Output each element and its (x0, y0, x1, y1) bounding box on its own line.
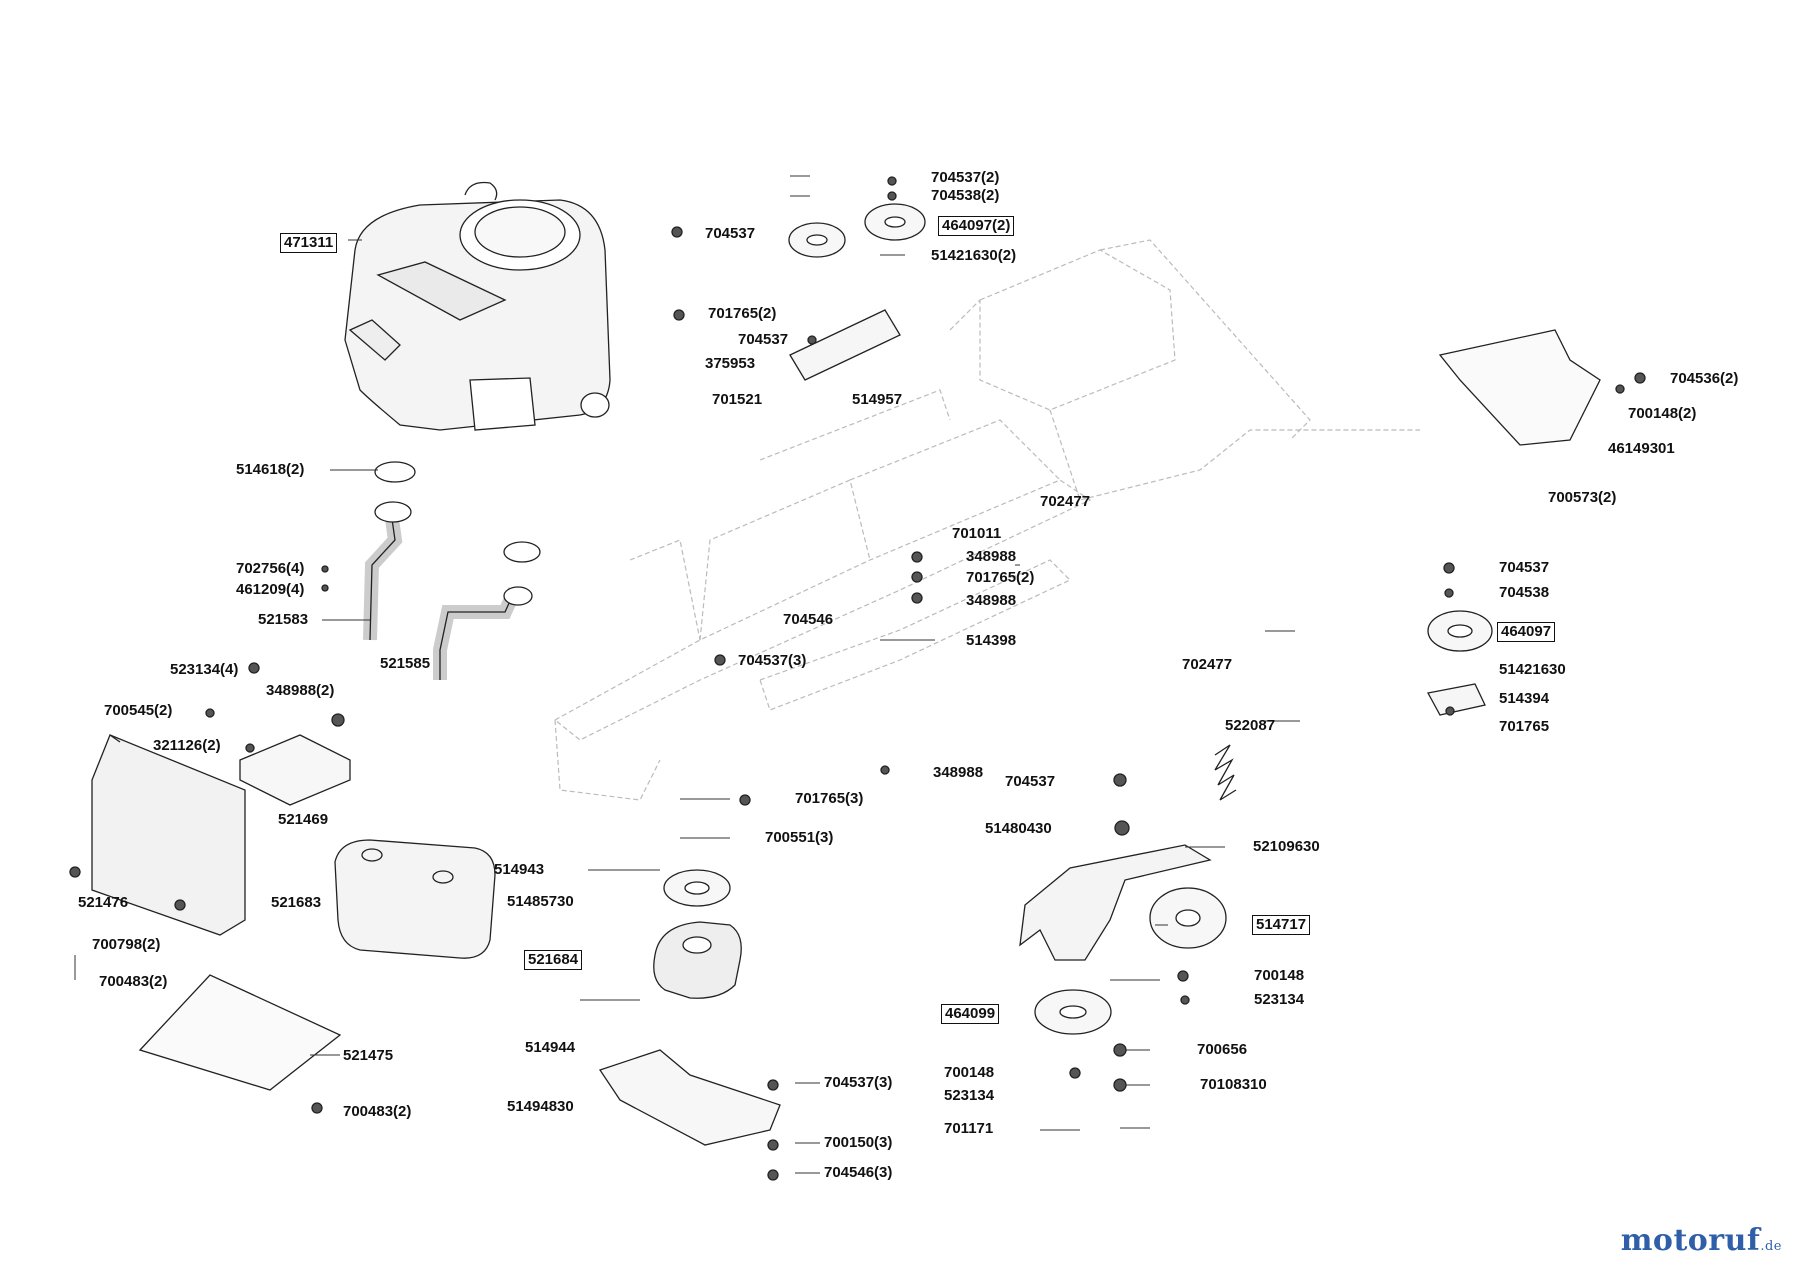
part-label-523134: 523134 (1254, 991, 1305, 1008)
part-label-51480430: 51480430 (985, 820, 1052, 837)
part-label-702477: 702477 (1040, 493, 1091, 510)
part-label-51485730: 51485730 (507, 893, 574, 910)
part-label-701765: 701765 (1499, 718, 1550, 735)
part-label-700656: 700656 (1197, 1041, 1248, 1058)
part-label-701765-2: 701765(2) (708, 305, 777, 322)
part-label-521683: 521683 (271, 894, 322, 911)
part-label-704537-3: 704537(3) (738, 652, 807, 669)
fasteners-drawing (69, 176, 1646, 1181)
motoruf-logo[interactable]: motoruf.de (1621, 1223, 1782, 1258)
part-label-522087: 522087 (1225, 717, 1276, 734)
part-label-348988: 348988 (966, 592, 1017, 609)
part-label-523134: 523134 (944, 1087, 995, 1104)
part-label-464097-2: 464097(2) (938, 216, 1015, 236)
part-label-700551-3: 700551(3) (765, 829, 834, 846)
part-label-514944: 514944 (525, 1039, 576, 1056)
part-label-701765-2: 701765(2) (966, 569, 1035, 586)
part-label-700148: 700148 (944, 1064, 995, 1081)
part-label-700148-2: 700148(2) (1628, 405, 1697, 422)
part-label-51494830: 51494830 (507, 1098, 574, 1115)
part-label-700148: 700148 (1254, 967, 1305, 984)
part-label-348988: 348988 (966, 548, 1017, 565)
part-label-704537-3: 704537(3) (824, 1074, 893, 1091)
part-label-514957: 514957 (852, 391, 903, 408)
logo-text: motoruf (1620, 1223, 1761, 1258)
part-label-52109630: 52109630 (1253, 838, 1320, 855)
part-label-521585: 521585 (380, 655, 431, 672)
part-label-704546-3: 704546(3) (824, 1164, 893, 1181)
part-label-514394: 514394 (1499, 690, 1550, 707)
part-label-704538: 704538 (1499, 584, 1550, 601)
part-label-70108310: 70108310 (1200, 1076, 1267, 1093)
part-label-348988-2: 348988(2) (266, 682, 335, 699)
part-label-704537-2: 704537(2) (931, 169, 1000, 186)
part-label-700573-2: 700573(2) (1548, 489, 1617, 506)
part-label-464099: 464099 (941, 1004, 1000, 1024)
part-label-702477: 702477 (1182, 656, 1233, 673)
part-label-521469: 521469 (278, 811, 329, 828)
part-label-521684: 521684 (524, 950, 583, 970)
engine-drawing (344, 181, 611, 431)
muffler-drawing (334, 839, 496, 959)
part-label-514398: 514398 (966, 632, 1017, 649)
part-label-514618-2: 514618(2) (236, 461, 305, 478)
part-label-704538-2: 704538(2) (931, 187, 1000, 204)
part-label-704537: 704537 (1005, 773, 1056, 790)
part-label-700483-2: 700483(2) (99, 973, 168, 990)
part-label-704546: 704546 (783, 611, 834, 628)
part-label-375953: 375953 (705, 355, 756, 372)
part-label-704537: 704537 (705, 225, 756, 242)
part-label-702756-4: 702756(4) (236, 560, 305, 577)
part-label-521475: 521475 (343, 1047, 394, 1064)
part-label-700150-3: 700150(3) (824, 1134, 893, 1151)
idler-arm-drawing (1019, 844, 1212, 961)
clutch-drawing (653, 921, 742, 999)
part-label-464097: 464097 (1497, 622, 1556, 642)
part-label-46149301: 46149301 (1608, 440, 1675, 457)
frame-outline (553, 239, 1420, 801)
bracket-46149301-drawing (1438, 329, 1601, 446)
part-label-700545-2: 700545(2) (104, 702, 173, 719)
part-label-321126-2: 321126(2) (153, 737, 221, 754)
part-label-701011: 701011 (952, 525, 1002, 542)
part-label-701171: 701171 (944, 1120, 994, 1137)
part-label-514717: 514717 (1252, 915, 1311, 935)
part-label-701521: 701521 (712, 391, 763, 408)
part-label-51421630-2: 51421630(2) (931, 247, 1017, 264)
part-label-521476: 521476 (78, 894, 129, 911)
part-label-348988: 348988 (933, 764, 984, 781)
part-label-514943: 514943 (494, 861, 545, 878)
part-label-704536-2: 704536(2) (1670, 370, 1739, 387)
part-label-51421630: 51421630 (1499, 661, 1566, 678)
part-label-704537: 704537 (1499, 559, 1550, 576)
pulleys-drawing (663, 203, 1493, 1035)
part-label-521583: 521583 (258, 611, 309, 628)
part-label-471311: 471311 (280, 233, 338, 253)
part-label-700798-2: 700798(2) (92, 936, 161, 953)
part-label-701765-3: 701765(3) (795, 790, 864, 807)
part-label-704537: 704537 (738, 331, 789, 348)
part-label-700483-2: 700483(2) (343, 1103, 412, 1120)
part-label-461209-4: 461209(4) (236, 581, 305, 598)
bracket-514957-drawing (789, 309, 901, 381)
part-label-523134-4: 523134(4) (170, 661, 239, 678)
logo-tld: .de (1760, 1239, 1782, 1254)
